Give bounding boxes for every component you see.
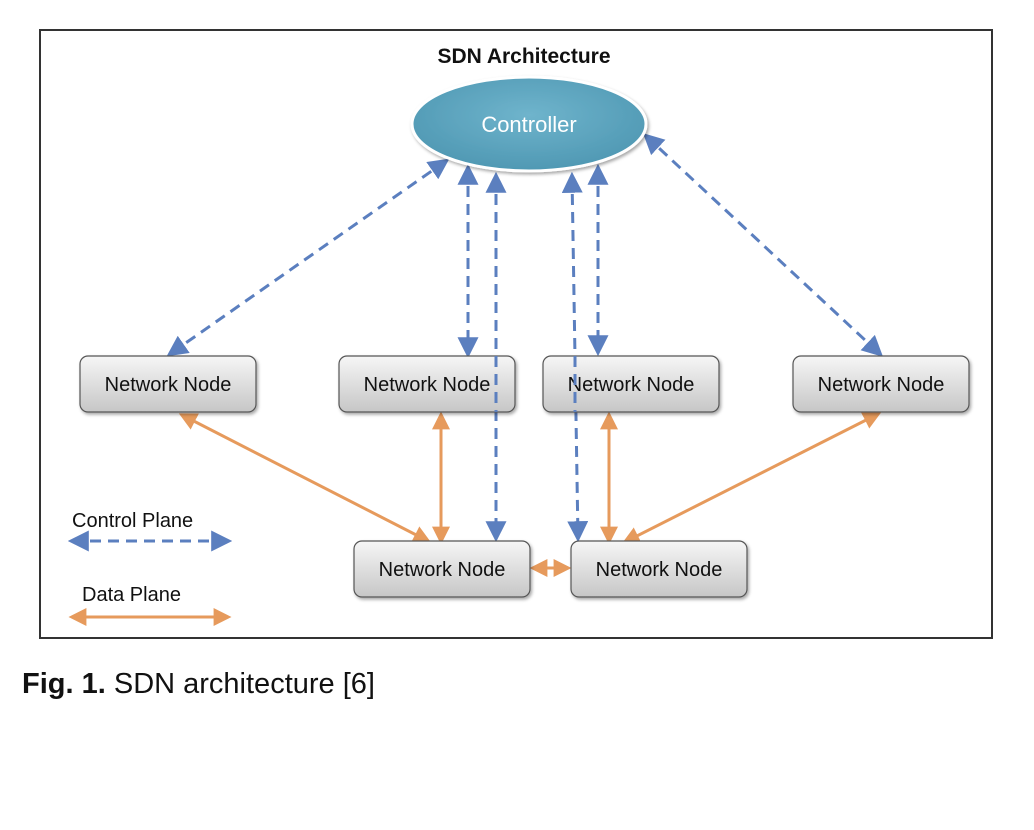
figure-caption: Fig. 1. SDN architecture [6] (22, 668, 375, 701)
node-label: Network Node (379, 559, 506, 581)
node-box (338, 355, 516, 413)
legend-control-plane-label: Control Plane (72, 510, 193, 532)
network-node-n1: Network Node (79, 355, 257, 413)
data-link-n4-n6 (621, 412, 882, 544)
node-box (542, 355, 720, 413)
diagram-title: SDN Architecture (437, 45, 610, 68)
node-label: Network Node (568, 374, 695, 396)
legend-data-plane-label: Data Plane (82, 584, 181, 606)
control-links-overlay (494, 356, 577, 412)
node-label: Network Node (105, 374, 232, 396)
node-box (792, 355, 970, 413)
network-node-n3: Network Node (542, 355, 720, 413)
legend: Control Plane Data Plane (67, 510, 233, 626)
controller-label: Controller (481, 112, 576, 137)
node-box (353, 540, 531, 598)
data-link-n1-n5 (178, 413, 432, 543)
network-node-n5: Network Node (353, 540, 531, 598)
control-link-n1 (166, 158, 450, 357)
network-node-n6: Network Node (570, 540, 748, 598)
data-links (178, 411, 882, 577)
caption-label: Fig. 1. (22, 668, 106, 700)
node-box (79, 355, 257, 413)
network-node-n4: Network Node (792, 355, 970, 413)
controller-shape (410, 75, 648, 173)
node-box (570, 540, 748, 598)
controller (410, 75, 648, 173)
node-label: Network Node (596, 559, 723, 581)
node-label: Network Node (364, 374, 491, 396)
node-label: Network Node (818, 374, 945, 396)
caption-text: SDN architecture [6] (113, 668, 375, 700)
network-node-n2: Network Node (338, 355, 516, 413)
